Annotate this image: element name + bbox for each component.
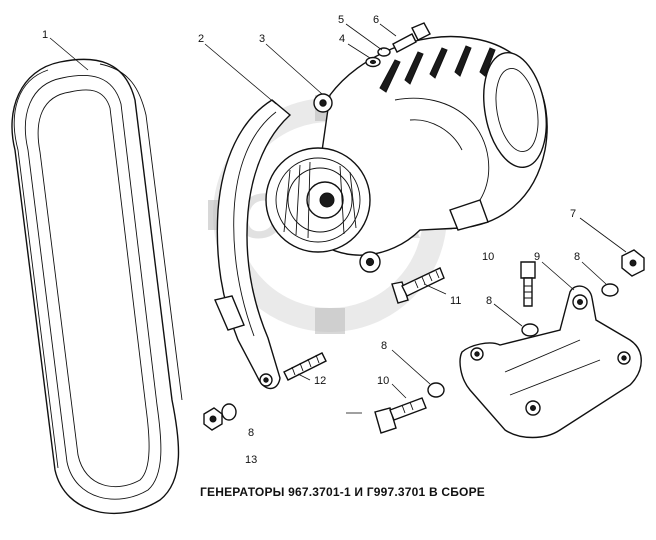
callouts: 1 2 3 4 5 6 7 10 9 8 11 8 8 12 10 8 13	[42, 14, 580, 466]
callout-9: 9	[534, 251, 540, 263]
callout-10a: 10	[482, 251, 494, 263]
tension-bracket-part	[214, 99, 292, 390]
washer-part-8c	[427, 382, 445, 398]
callout-8a: 8	[574, 251, 580, 263]
drive-belt-part	[11, 58, 183, 515]
bolt-part-6	[392, 22, 431, 53]
callout-10b: 10	[377, 375, 389, 387]
callout-5: 5	[338, 14, 344, 26]
nut-washer-part-13	[203, 403, 237, 431]
callout-1: 1	[42, 29, 48, 41]
callout-8d: 8	[248, 427, 254, 439]
nut-part-7	[621, 249, 645, 277]
spring-washer-part-5	[377, 47, 391, 57]
leader-lines	[49, 23, 627, 414]
bolt-part-11	[391, 267, 445, 304]
callout-6: 6	[373, 14, 379, 26]
mounting-bracket-part-9	[459, 285, 642, 439]
callout-12: 12	[314, 375, 326, 387]
generator-body-part	[265, 35, 548, 273]
callout-2: 2	[198, 33, 204, 45]
washer-part-4	[365, 56, 381, 68]
callout-7: 7	[570, 208, 576, 220]
callout-11: 11	[450, 295, 461, 307]
bolt-part-10a	[520, 261, 536, 307]
callout-8b: 8	[486, 295, 492, 307]
callout-3: 3	[259, 33, 265, 45]
callout-8c: 8	[381, 340, 387, 352]
bolt-part-10b	[374, 397, 427, 434]
washer-part-8a	[521, 323, 539, 337]
callout-13: 13	[245, 454, 257, 466]
stud-part-12	[283, 352, 327, 381]
washer-part-8b	[601, 283, 619, 297]
diagram-caption: ГЕНЕРАТОРЫ 967.3701-1 И Г997.3701 В СБОР…	[200, 485, 485, 499]
callout-4: 4	[339, 33, 345, 45]
